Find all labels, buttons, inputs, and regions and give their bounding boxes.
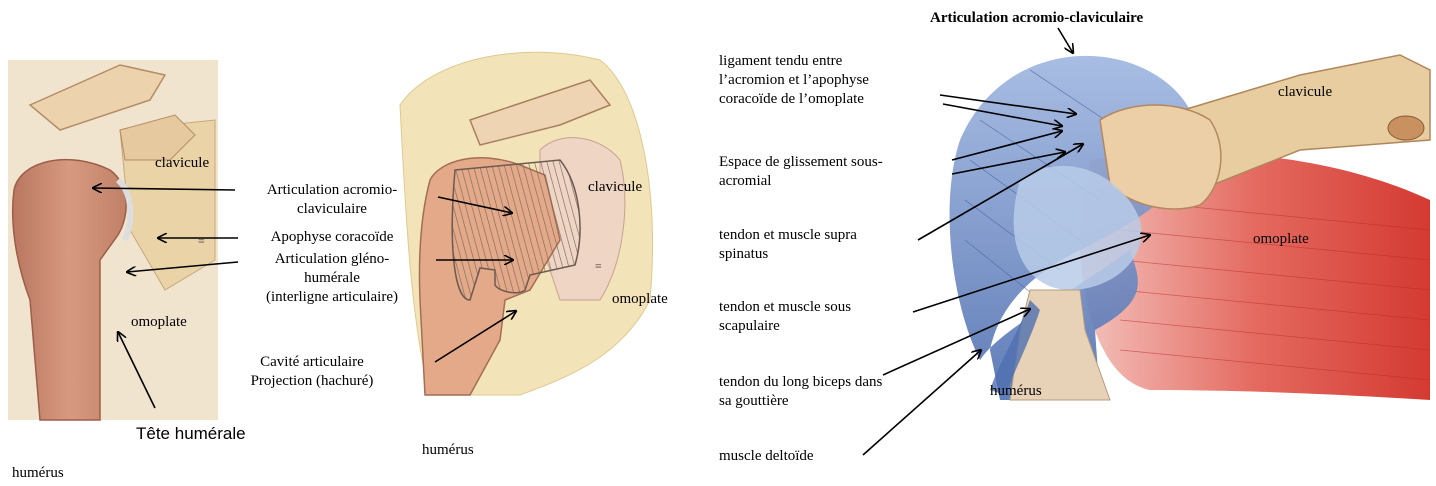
label-clavicule-middle: clavicule (588, 178, 642, 197)
svg-text:≡: ≡ (198, 234, 205, 248)
svg-text:≡: ≡ (595, 259, 602, 273)
arrow-title-right (1058, 28, 1073, 53)
label-tete-humerale: Tête humérale (136, 424, 246, 443)
label-omoplate-right: omoplate (1253, 230, 1309, 249)
label-humerus-left: humérus (12, 464, 64, 483)
label-clavicule-right: clavicule (1278, 83, 1332, 102)
label-humerus-right: humérus (990, 382, 1042, 401)
label-deltoide: muscle deltoïde (719, 447, 814, 466)
label-title-acromio-claviculaire: Articulation acromio-claviculaire (930, 9, 1143, 28)
label-omoplate-middle: omoplate (612, 290, 668, 309)
label-sous-scapulaire: tendon et muscle sous scapulaire (719, 298, 851, 336)
middle-shoulder-illustration: ≡ (400, 52, 653, 395)
label-humerus-middle: humérus (422, 441, 474, 460)
label-articulation-gleno: Articulation gléno- humérale (interligne… (232, 250, 432, 307)
label-long-biceps: tendon du long biceps dans sa gouttière (719, 373, 882, 411)
label-clavicule-left: clavicule (155, 154, 209, 173)
label-articulation-acromio-left: Articulation acromio- claviculaire (232, 181, 432, 219)
label-supra-spinatus: tendon et muscle supra spinatus (719, 226, 857, 264)
label-apophyse-coracoide: Apophyse coracoïde (232, 228, 432, 247)
label-cavite-articulaire: Cavité articulaire Projection (hachuré) (212, 353, 412, 391)
left-shoulder-illustration: ≡ (8, 60, 218, 420)
label-omoplate-left: omoplate (131, 313, 187, 332)
label-espace-glissement: Espace de glissement sous- acromial (719, 153, 883, 191)
label-ligament: ligament tendu entre l’acromion et l’apo… (719, 52, 869, 109)
